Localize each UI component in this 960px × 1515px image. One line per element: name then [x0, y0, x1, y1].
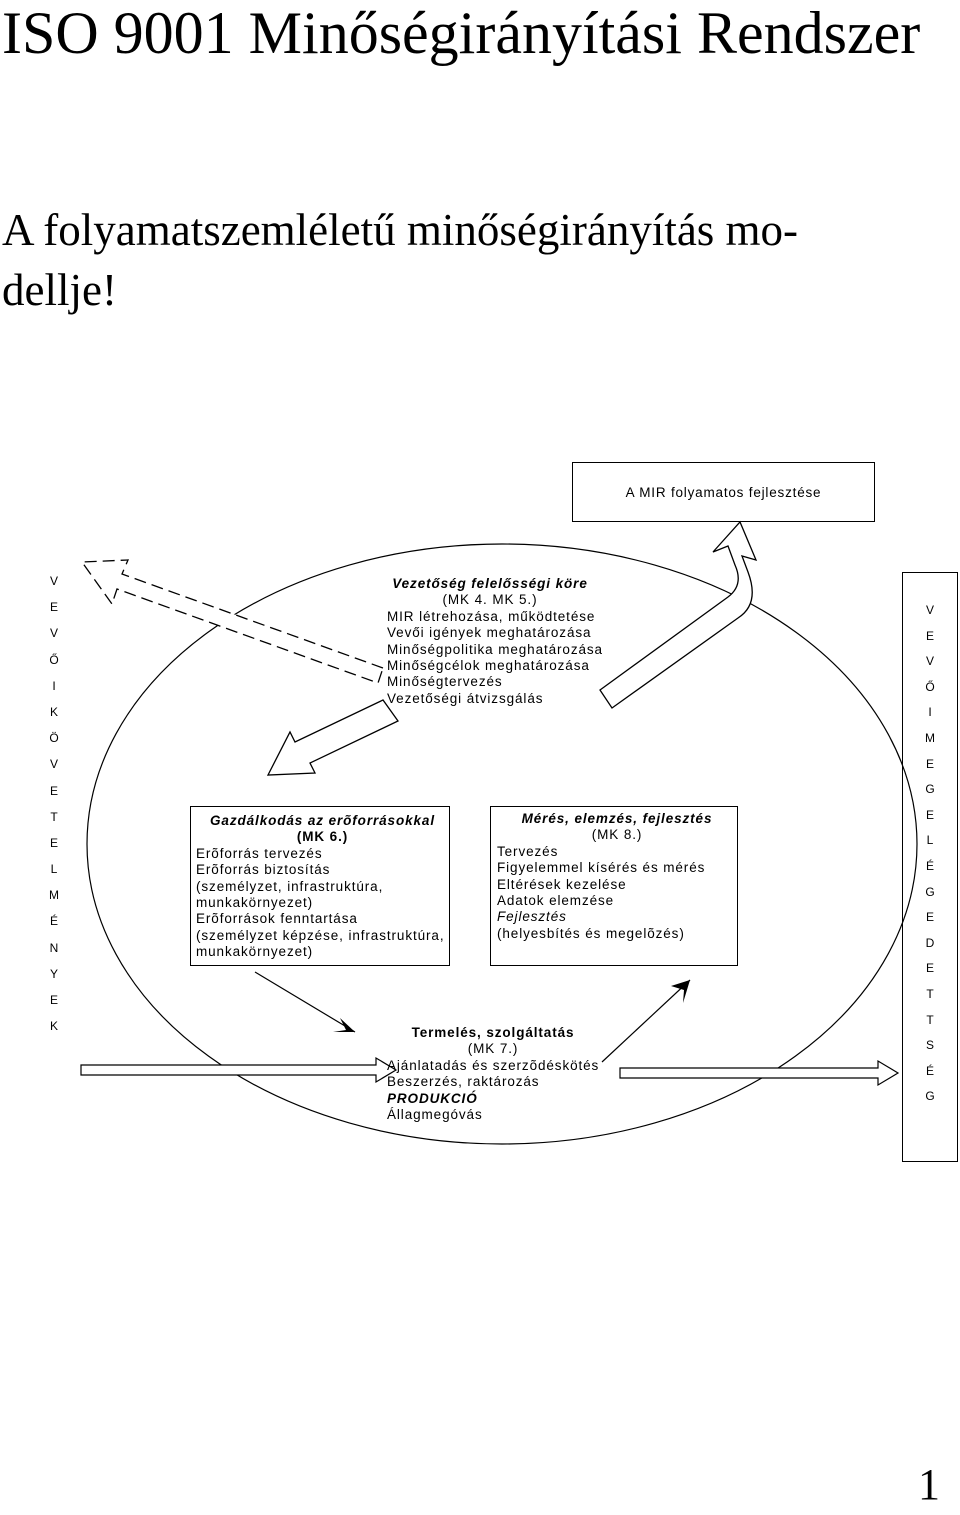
box-line: Fejlesztés — [497, 909, 567, 925]
box-heading: Vezetőség felelősségi köre — [392, 576, 588, 591]
box-reference: (MK 7.) — [467, 1041, 519, 1057]
production-to-measurement-arrowhead — [671, 980, 690, 1003]
vertical-letter: L — [50, 862, 58, 877]
box-line: Erõforrás tervezés — [196, 845, 323, 861]
box-line: Minőségcélok meghatározása — [387, 658, 590, 674]
box-line: Figyelemmel kísérés és mérés — [497, 860, 706, 876]
box-line: Vevői igények meghatározása — [387, 625, 592, 641]
output-arrow — [619, 1059, 900, 1087]
vertical-letter: T — [50, 809, 58, 824]
vertical-letter: Ő — [925, 679, 935, 694]
box-reference: (MK 6.) — [296, 829, 349, 845]
box-line: Ajánlatadás és szerzõdéskötés — [387, 1057, 600, 1073]
resources-to-production-line — [254, 971, 356, 1033]
resources-to-production-arrowhead — [333, 1018, 355, 1032]
vertical-letter: S — [925, 1038, 934, 1053]
continuous-improvement-box: A MIR folyamatos fejlesztése — [572, 462, 875, 522]
vertical-letter: V — [49, 757, 58, 772]
box-line: Adatok elemzése — [497, 893, 615, 909]
page-number: 1 — [918, 1460, 940, 1509]
vertical-letter: E — [49, 783, 58, 798]
vertical-letter: T — [926, 986, 934, 1001]
box-line: MIR létrehozása, működtetése — [387, 608, 596, 624]
vertical-letter: V — [925, 654, 934, 669]
vertical-letter: K — [49, 704, 58, 719]
vertical-letter: Ö — [49, 731, 59, 746]
box-line: Tervezés — [497, 843, 559, 859]
improvement-arrow — [599, 520, 758, 709]
box-line: (helyesbítés és megelõzés) — [497, 925, 685, 941]
vertical-letter: É — [49, 914, 58, 929]
box-reference: (MK 4. MK 5.) — [442, 592, 538, 608]
vertical-letter: V — [49, 574, 58, 588]
box-line: Vezetőségi átvizsgálás — [387, 690, 544, 706]
vertical-letter: G — [925, 884, 935, 899]
vertical-letter: I — [52, 678, 56, 693]
vertical-letter: E — [49, 835, 58, 850]
page-title: ISO 9001 Minőségirányítási Rendszer — [2, 0, 921, 66]
vertical-letter: Ő — [49, 652, 59, 667]
box-line: munkakörnyezet) — [196, 944, 314, 960]
box-line: Erõforrás biztosítás — [196, 862, 331, 878]
vertical-letter: E — [925, 961, 934, 976]
product-realization-box: Termelés, szolgáltatás (MK 7.) Ajánlatad… — [383, 985, 599, 1143]
production-to-measurement-line — [601, 979, 691, 1063]
page-subtitle: A folyamatszemléletű minőségirányítás mo… — [2, 205, 799, 315]
vertical-letter: E — [925, 628, 934, 643]
box-line: Állagmegóvás — [387, 1107, 483, 1123]
box-heading: Gazdálkodás az erõforrásokkal — [210, 813, 435, 828]
box-line: PRODUKCIÓ — [387, 1090, 478, 1106]
vertical-letter: E — [49, 600, 58, 615]
box-heading: Termelés, szolgáltatás — [411, 1025, 575, 1040]
vertical-letter: M — [49, 888, 59, 903]
management-responsibility-box: Vezetőség felelősségi köre (MK 4. MK 5.)… — [383, 570, 603, 718]
vertical-letter: G — [925, 1089, 935, 1104]
vertical-letter: L — [926, 833, 934, 848]
vertical-letter: G — [925, 782, 935, 797]
vertical-letter: E — [925, 807, 934, 822]
box-reference: (MK 8.) — [591, 827, 643, 843]
box-line: Beszerzés, raktározás — [387, 1074, 540, 1090]
box-line: munkakörnyezet) — [196, 895, 314, 911]
vertical-letter: É — [925, 858, 934, 873]
box-line: (személyzet, infrastruktúra, — [196, 878, 384, 894]
vertical-letter: M — [925, 730, 935, 745]
box-line: (személyzet képzése, infrastruktúra, — [196, 927, 445, 943]
process-cycle-circle — [86, 543, 918, 1145]
vertical-letter: T — [926, 1012, 934, 1027]
resource-management-box: Gazdálkodás az erõforrásokkal (MK 6.) Er… — [190, 806, 450, 966]
customer-satisfaction-label: V E V Ő I M E G E L É G E D E T T S É G — [902, 572, 958, 1162]
management-to-resources-arrow — [266, 699, 399, 776]
vertical-letter: E — [925, 910, 934, 925]
vertical-letter: V — [925, 603, 934, 617]
vertical-letter: E — [49, 993, 58, 1007]
vertical-letter: I — [928, 705, 932, 720]
vertical-letter: V — [49, 626, 58, 641]
vertical-letter: K — [49, 1019, 58, 1034]
box-line: Erõforrások fenntartása — [196, 911, 358, 927]
box-line: Minőségpolitika meghatározása — [387, 641, 603, 657]
input-arrow — [80, 1056, 398, 1084]
vertical-letter: Y — [49, 966, 58, 981]
vertical-letter: D — [925, 935, 935, 950]
vertical-letter: É — [925, 1063, 934, 1078]
measurement-analysis-box: Mérés, elemzés, fejlesztés (MK 8.) Terve… — [490, 806, 738, 966]
box-heading: Mérés, elemzés, fejlesztés — [521, 811, 713, 826]
vertical-letter: N — [49, 940, 59, 955]
box-line: Minőségtervezés — [387, 674, 503, 690]
vertical-letter: E — [925, 756, 934, 771]
customer-requirements-label: V E V Ő I K Ö V E T E L M É N Y E K — [42, 568, 66, 1080]
requirements-arrow — [80, 559, 384, 684]
box-line: Eltérések kezelése — [497, 876, 627, 892]
